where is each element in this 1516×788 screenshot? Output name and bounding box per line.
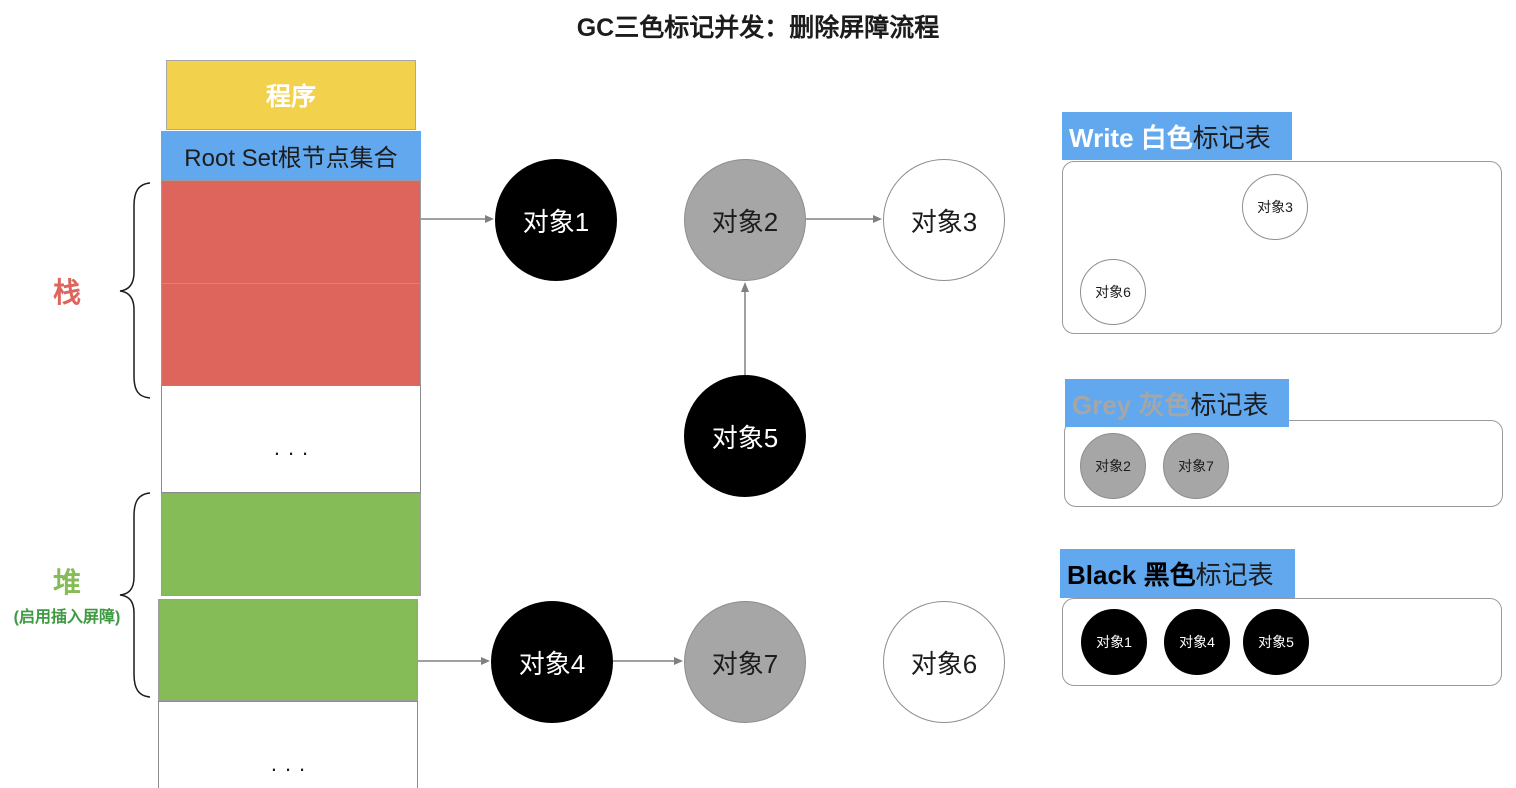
edge-obj4-to-obj7: [613, 657, 683, 665]
node-object-3: 对象3: [883, 159, 1005, 281]
black-table-item-object-5: 对象5: [1243, 609, 1309, 675]
grey-table-item-object-2: 对象2: [1080, 433, 1146, 499]
heap-label: 堆: [52, 567, 81, 598]
heap-object-2: [158, 599, 418, 701]
stack-ellipsis-box: ...: [161, 385, 421, 493]
black-table-item-object-1: 对象1: [1081, 609, 1147, 675]
node-object-6: 对象6: [883, 601, 1005, 723]
heap-brace: [119, 492, 151, 698]
arrowhead: [481, 657, 490, 665]
grey-table-name: Grey 灰色: [1072, 389, 1191, 420]
black-mark-table-header: Black 黑色标记表: [1060, 549, 1295, 598]
program-label: 程序: [265, 83, 316, 111]
stack-frame-1: [161, 180, 421, 284]
white-table-name: Write 白色: [1069, 122, 1193, 153]
arrowhead: [674, 657, 683, 665]
black-mark-table: 对象1 对象4 对象5: [1062, 598, 1502, 686]
program-box: 程序: [166, 60, 416, 130]
grey-mark-table-header: Grey 灰色标记表: [1065, 379, 1289, 427]
white-mark-table: 对象3 对象6: [1062, 161, 1502, 334]
heap-ellipsis-box: ...: [158, 701, 418, 788]
arrowhead: [873, 215, 882, 223]
grey-mark-table: 对象2 对象7: [1064, 420, 1503, 507]
node-object-5: 对象5: [684, 375, 806, 497]
black-table-name: Black 黑色: [1067, 560, 1196, 590]
heap-note: (启用插入屏障): [13, 609, 121, 626]
grey-table-suffix: 标记表: [1190, 389, 1269, 420]
root-set-label: Root Set根节点集合: [184, 145, 398, 172]
white-table-item-object-3: 对象3: [1242, 174, 1308, 240]
edge-obj5-to-obj2: [741, 282, 749, 375]
white-table-suffix: 标记表: [1192, 122, 1271, 153]
black-table-suffix: 标记表: [1195, 560, 1274, 590]
edge-heap-to-obj4: [418, 657, 490, 665]
white-table-item-object-6: 对象6: [1080, 259, 1146, 325]
page-title: GC三色标记并发：删除屏障流程: [576, 14, 940, 42]
edge-stack-to-obj1: [421, 215, 494, 223]
heap-object-1: [161, 493, 421, 596]
node-object-2: 对象2: [684, 159, 806, 281]
black-table-item-object-4: 对象4: [1164, 609, 1230, 675]
heap-ellipsis: ...: [270, 751, 314, 776]
stack-ellipsis: ...: [273, 435, 317, 460]
node-object-7: 对象7: [684, 601, 806, 723]
stack-label: 栈: [52, 277, 81, 308]
node-object-4: 对象4: [491, 601, 613, 723]
arrowhead: [485, 215, 494, 223]
node-object-1: 对象1: [495, 159, 617, 281]
white-mark-table-header: Write 白色标记表: [1062, 112, 1292, 160]
stack-brace: [119, 182, 151, 399]
grey-table-item-object-7: 对象7: [1163, 433, 1229, 499]
edge-obj2-to-obj3: [806, 215, 882, 223]
stack-frame-2: [161, 283, 421, 386]
root-set-box: Root Set根节点集合: [161, 131, 421, 180]
arrowhead: [741, 282, 749, 292]
